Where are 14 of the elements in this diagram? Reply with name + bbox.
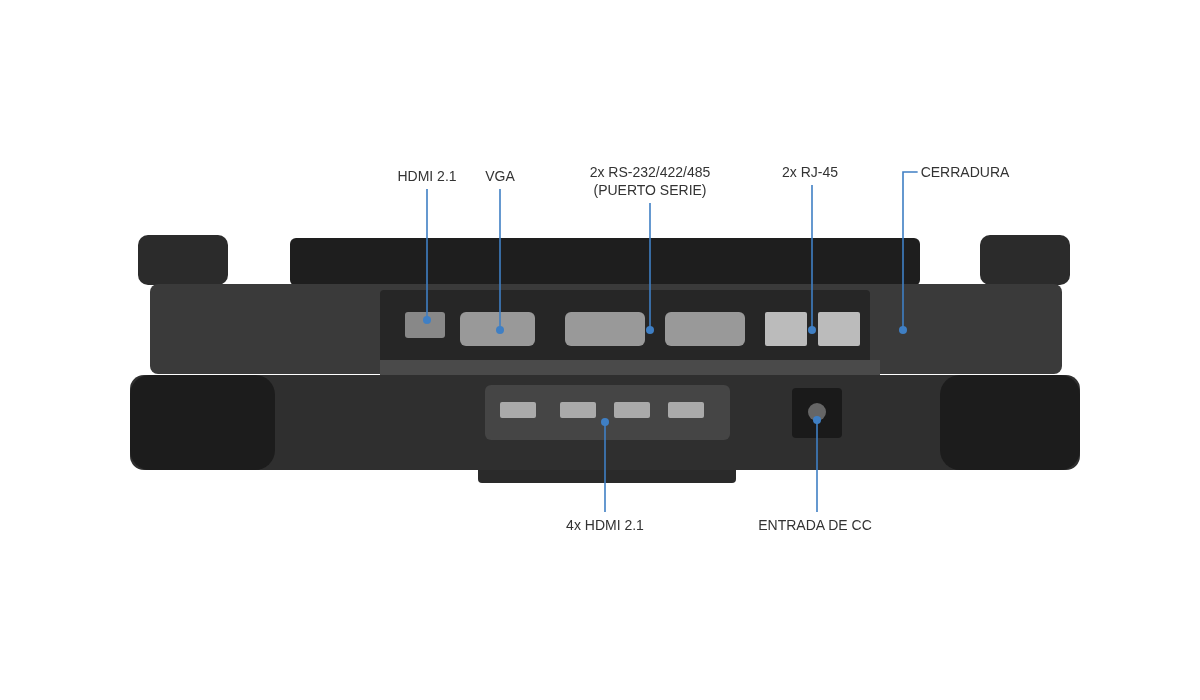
leader-line	[496, 188, 504, 334]
callout-label: ENTRADA DE CC	[758, 516, 872, 534]
leader-line	[601, 418, 609, 513]
callout-label: 2x RJ-45	[782, 163, 838, 181]
callout-label: 4x HDMI 2.1	[566, 516, 644, 534]
leader-line	[646, 202, 654, 334]
callout-label: HDMI 2.1	[397, 167, 457, 185]
leader-line	[813, 416, 821, 513]
callout-label: VGA	[485, 167, 515, 185]
leader-line	[423, 188, 431, 324]
leader-line	[808, 184, 816, 334]
callout-label: CERRADURA	[920, 163, 1010, 181]
callout-label: 2x RS-232/422/485 (PUERTO SERIE)	[570, 163, 730, 199]
leader-line	[899, 171, 919, 334]
